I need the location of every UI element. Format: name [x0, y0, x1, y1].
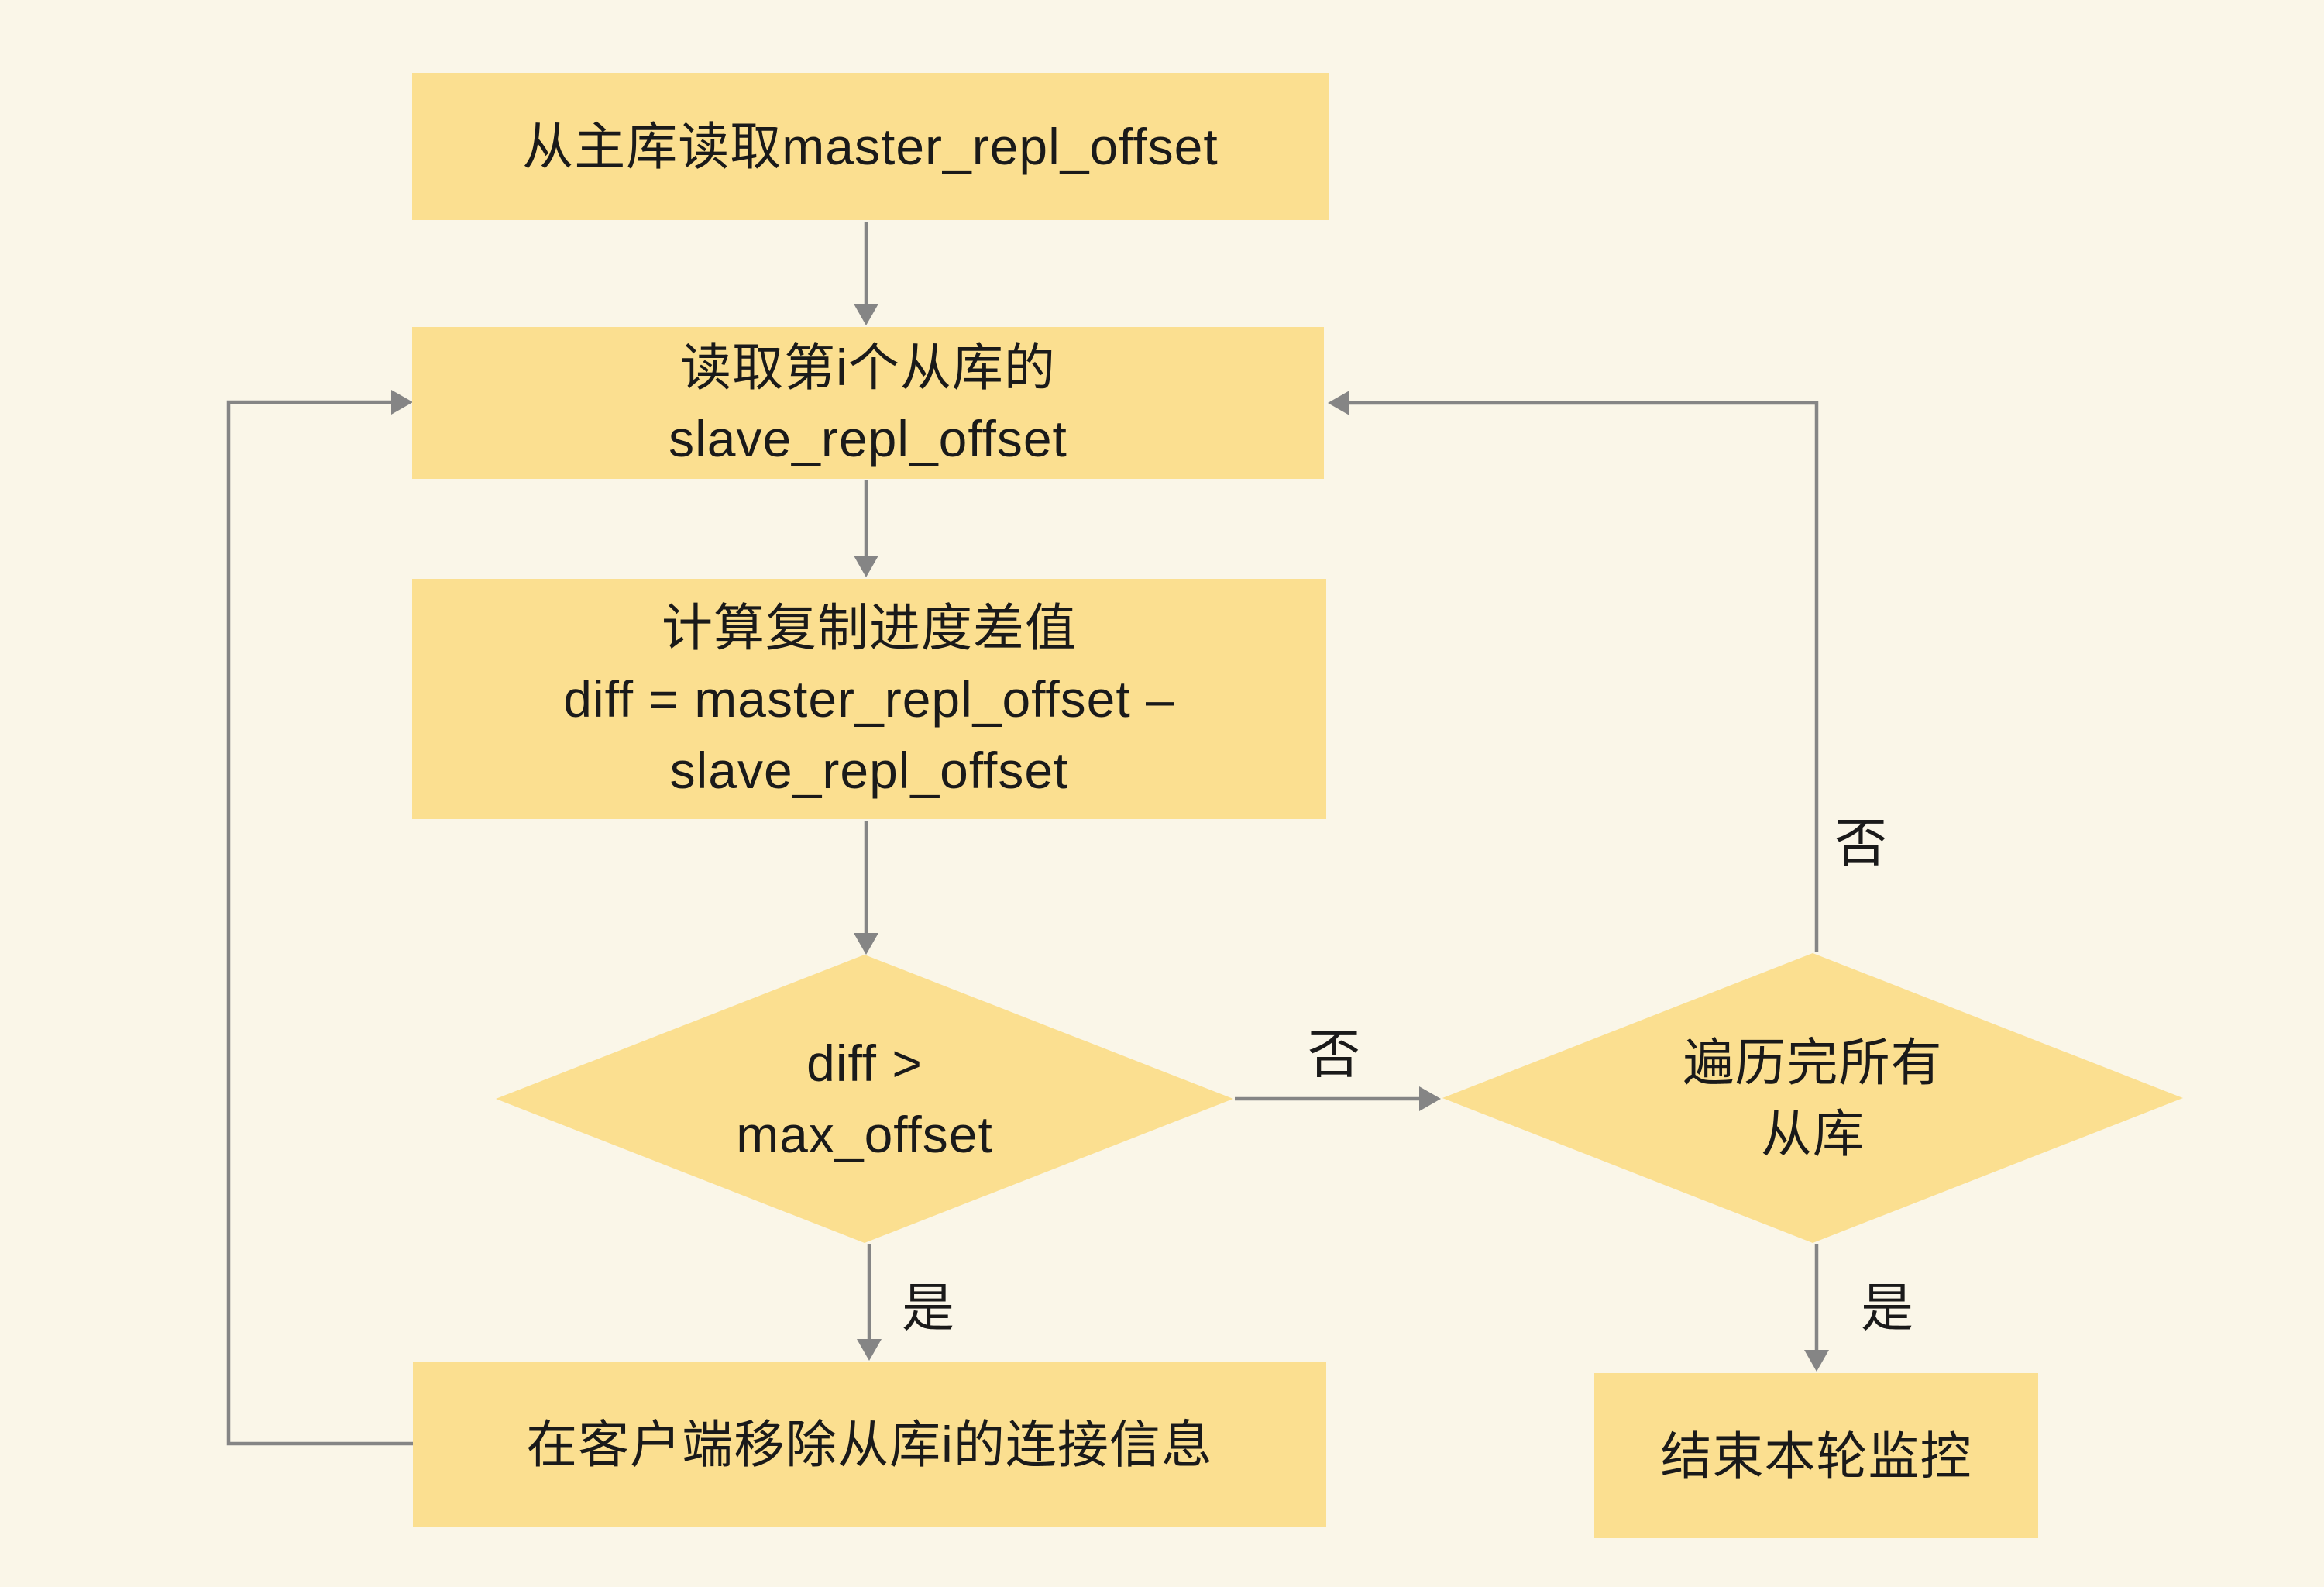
arrow-down-icon: [854, 556, 878, 577]
node-text-line: max_offset: [736, 1106, 993, 1163]
node-text-line: diff = master_repl_offset –: [563, 670, 1175, 728]
process-end-monitor-round: 结束本轮监控: [1594, 1373, 2038, 1538]
node-text-line: 从主库读取master_repl_offset: [522, 118, 1219, 175]
node-text-line: slave_repl_offset: [669, 742, 1069, 799]
arrow-down-icon: [854, 933, 878, 955]
edge-label-no: 否: [1307, 1025, 1361, 1085]
decision-all-slaves-done: 遍历完所有 从库: [1442, 953, 2183, 1243]
node-text-line: 在客户端移除从库i的连接信息: [526, 1416, 1213, 1473]
node-text-line: 计算复制进度差值: [662, 599, 1077, 656]
arrow-down-icon: [854, 304, 878, 325]
node-text-line: 遍历完所有: [1683, 1034, 1943, 1091]
process-read-master-offset: 从主库读取master_repl_offset: [412, 73, 1329, 220]
arrow-down-icon: [857, 1339, 882, 1361]
arrow-down-icon: [1804, 1350, 1829, 1372]
edge-label-no: 否: [1834, 814, 1888, 873]
node-text-line: 从库: [1761, 1105, 1865, 1162]
arrow-left-icon: [1328, 391, 1349, 415]
edge-label-yes: 是: [1860, 1279, 1914, 1338]
decision-diff-gt-max-offset: diff > max_offset: [496, 955, 1233, 1243]
process-calc-diff: 计算复制进度差值 diff = master_repl_offset – sla…: [412, 579, 1326, 819]
edge-label-yes: 是: [901, 1279, 955, 1338]
process-read-slave-offset: 读取第i个从库的 slave_repl_offset: [412, 327, 1324, 479]
arrow-right-icon: [391, 390, 413, 415]
node-text-line: diff >: [806, 1034, 923, 1092]
node-text-line: 读取第i个从库的: [680, 339, 1056, 396]
node-text-line: 结束本轮监控: [1660, 1427, 1972, 1485]
process-remove-slave-connection: 在客户端移除从库i的连接信息: [413, 1362, 1326, 1527]
node-text-line: slave_repl_offset: [669, 410, 1067, 467]
edge-removeslave-readslave: [226, 400, 413, 1446]
edge-checkdone-readslave: [1349, 401, 1819, 952]
arrow-right-icon: [1419, 1086, 1441, 1111]
